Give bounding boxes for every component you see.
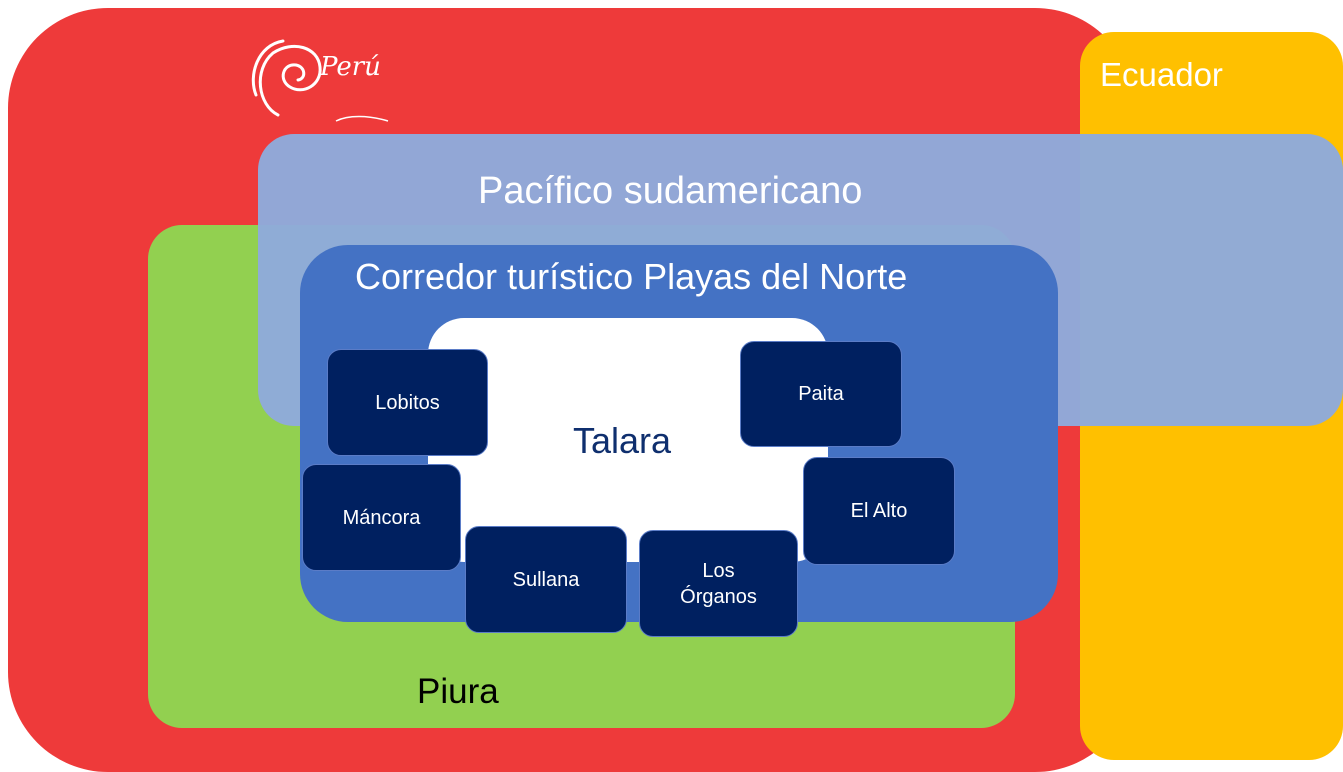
- logo-text: Perú: [319, 52, 381, 82]
- node-mancora: Máncora: [302, 464, 461, 571]
- node-paita-label: Paita: [798, 383, 844, 405]
- node-paita: Paita: [740, 341, 902, 447]
- node-sullana-label: Sullana: [512, 568, 580, 591]
- pacific-label: Pacífico sudamericano: [478, 170, 863, 212]
- node-el-alto-label: El Alto: [850, 500, 908, 522]
- node-lobitos-label: Lobitos: [375, 391, 440, 414]
- node-mancora-label: Máncora: [342, 506, 421, 529]
- node-los-organos: Los Órganos: [639, 530, 798, 637]
- node-los-organos-label: Los Órganos: [680, 559, 757, 608]
- node-lobitos: Lobitos: [327, 349, 488, 456]
- talara-label: Talara: [573, 420, 672, 461]
- node-el-alto: El Alto: [803, 457, 955, 565]
- piura-label: Piura: [417, 672, 499, 711]
- peru-logo: Perú: [251, 39, 389, 122]
- ecuador-label: Ecuador: [1100, 56, 1223, 93]
- peru-spiral-logo-icon: [258, 44, 322, 117]
- corridor-label: Corredor turístico Playas del Norte: [355, 256, 908, 297]
- node-sullana: Sullana: [465, 526, 627, 633]
